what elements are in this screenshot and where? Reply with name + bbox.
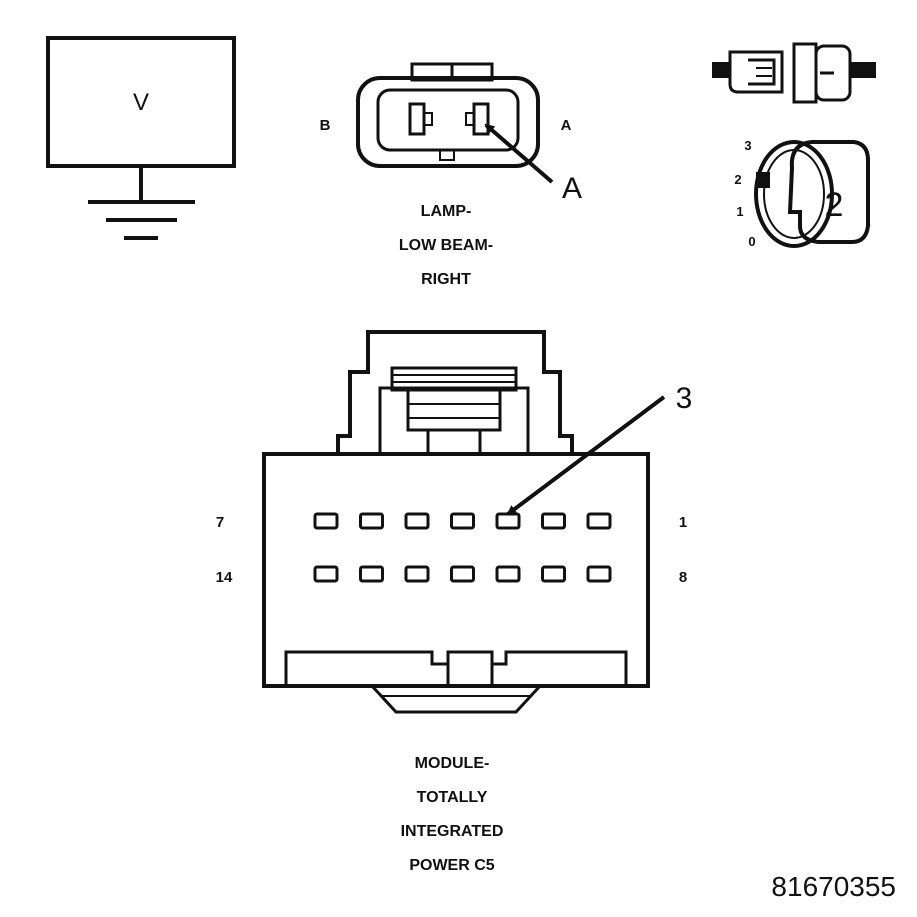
- module-row2-right-label: 8: [679, 569, 687, 586]
- module-title-line-3: INTEGRATED: [401, 823, 504, 840]
- module-pin-3: [495, 512, 521, 530]
- ignition-key: [787, 140, 870, 244]
- lamp-title-line-3: RIGHT: [421, 271, 471, 288]
- module-pin-14: [313, 565, 339, 583]
- figure-id: 81670355: [771, 871, 896, 902]
- ignition-callout-label: 2: [825, 186, 844, 224]
- module-title-line-1: MODULE-: [415, 755, 490, 772]
- module-pin-5: [404, 512, 430, 530]
- lamp-callout-arrow: [484, 123, 554, 184]
- lamp-connector-inner: [376, 88, 520, 152]
- module-pin-10: [495, 565, 521, 583]
- module-pin-9: [541, 565, 566, 583]
- module-pin-13: [359, 565, 384, 583]
- module-title-line-2: TOTALLY: [417, 789, 488, 806]
- ignition-position-1: 1: [736, 204, 743, 219]
- module-pin-12: [404, 565, 430, 583]
- module-row1-left-label: 7: [216, 514, 224, 531]
- module-pin-8: [586, 565, 612, 583]
- lamp-title-line-2: LOW BEAM-: [399, 237, 493, 254]
- module-row1-right-label: 1: [679, 514, 687, 531]
- ignition-position-3: 3: [744, 138, 751, 153]
- lamp-callout-label: A: [562, 172, 582, 205]
- lamp-title-line-1: LAMP-: [421, 203, 472, 220]
- module-connector: 7 1 14 8 3 MODULE- TOTALLY INTEGRATED PO…: [216, 330, 693, 874]
- module-pin-11: [450, 565, 475, 583]
- module-pin-7: [313, 512, 339, 530]
- module-callout-label: 3: [676, 382, 693, 415]
- module-title-line-4: POWER C5: [409, 857, 494, 874]
- module-pin-2: [541, 512, 566, 530]
- voltmeter-label: V: [133, 89, 149, 116]
- ignition-marker: [756, 172, 770, 188]
- module-row2-left-label: 14: [216, 569, 233, 586]
- ignition-switch-icon: 3 2 1 0 2: [734, 138, 870, 249]
- lamp-pin-b: [408, 102, 426, 136]
- module-callout-arrow: [506, 395, 666, 516]
- module-pin-rows: [313, 512, 612, 583]
- lamp-pin-b-label: B: [320, 117, 331, 134]
- voltmeter-symbol: V: [46, 36, 236, 240]
- connector-disconnect-icon: [712, 42, 876, 104]
- ignition-position-0: 0: [748, 234, 755, 249]
- module-pin-4: [450, 512, 475, 530]
- lamp-connector: B A A LAMP- LOW BEAM- RIGHT: [320, 62, 582, 288]
- module-latch-outer: [336, 330, 574, 454]
- module-bottom-tab: [370, 684, 542, 714]
- module-pin-1: [586, 512, 612, 530]
- ignition-position-2: 2: [734, 172, 741, 187]
- lamp-pin-a-label: A: [561, 117, 572, 134]
- lamp-connector-body: [356, 76, 540, 168]
- lamp-connector-key: [439, 149, 455, 161]
- ignition-cylinder: [754, 140, 834, 248]
- module-bottom-rail: [284, 650, 628, 686]
- module-pin-6: [359, 512, 384, 530]
- module-connector-body: [262, 452, 650, 688]
- lamp-pin-a: [472, 102, 490, 136]
